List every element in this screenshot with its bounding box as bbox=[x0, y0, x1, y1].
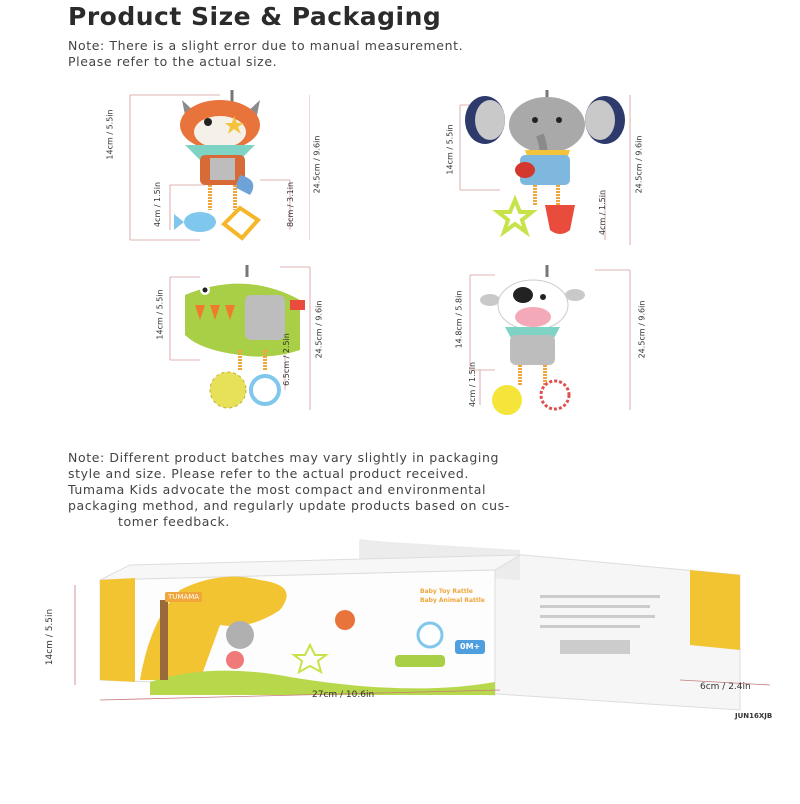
cow-body-dimension: 14.8cm / 5.8in bbox=[454, 290, 464, 349]
product-code: JUN16XJB bbox=[735, 712, 773, 720]
fox-lower-dimension: 4cm / 1.5in bbox=[153, 181, 163, 228]
fox-toy-figure: 14cm / 5.5in 4cm / 1.5in 8cm / 3.1in 24.… bbox=[106, 90, 321, 250]
box-label-line-1: Baby Toy Rattle bbox=[420, 588, 473, 595]
box-width-dimension: 27cm / 10.6in bbox=[312, 690, 375, 700]
page-title: Product Size & Packaging bbox=[68, 2, 442, 31]
crocodile-toy-figure: 14cm / 5.5in 6.5cm / 2.5in 24.5cm / 9.6i… bbox=[150, 265, 350, 415]
cow-lower-dimension: 4cm / 1.5in bbox=[468, 361, 478, 408]
elephant-lower-dimension: 4cm / 1.5in bbox=[598, 189, 608, 236]
fox-body-dimension: 14cm / 5.5in bbox=[105, 109, 115, 160]
cow-toy-figure: 14.8cm / 5.8in 4cm / 1.5in 24.5cm / 9.6i… bbox=[454, 265, 655, 415]
box-age-badge: 0M+ bbox=[460, 642, 481, 651]
box-depth-dimension: 6cm / 2.4in bbox=[700, 682, 751, 692]
fox-dangle-dimension: 8cm / 3.1in bbox=[286, 181, 296, 228]
crocodile-dangle-dimension: 6.5cm / 2.5in bbox=[281, 333, 291, 386]
elephant-total-dimension: 24.5cm / 9.6in bbox=[634, 135, 644, 194]
packaging-box-illustration: TUMAMA Baby Toy Rattle Baby Animal Rattl… bbox=[0, 520, 800, 800]
cow-total-dimension: 24.5cm / 9.6in bbox=[637, 300, 647, 359]
fox-total-dimension: 24.5cm / 9.6in bbox=[312, 135, 322, 194]
box-brand-logo: TUMAMA bbox=[165, 592, 203, 602]
crocodile-body-dimension: 14cm / 5.5in bbox=[155, 289, 165, 340]
elephant-body-dimension: 14cm / 5.5in bbox=[445, 124, 455, 175]
measurement-note: Note: There is a slight error due to man… bbox=[68, 38, 464, 69]
crocodile-total-dimension: 24.5cm / 9.6in bbox=[314, 300, 324, 359]
box-height-dimension: 14cm / 5.5in bbox=[45, 608, 56, 666]
box-label-line-2: Baby Animal Rattle bbox=[420, 597, 485, 604]
packaging-note: Note: Different product batches may vary… bbox=[68, 450, 510, 529]
elephant-toy-figure: 14cm / 5.5in 4cm / 1.5in 24.5cm / 9.6in bbox=[440, 90, 670, 250]
